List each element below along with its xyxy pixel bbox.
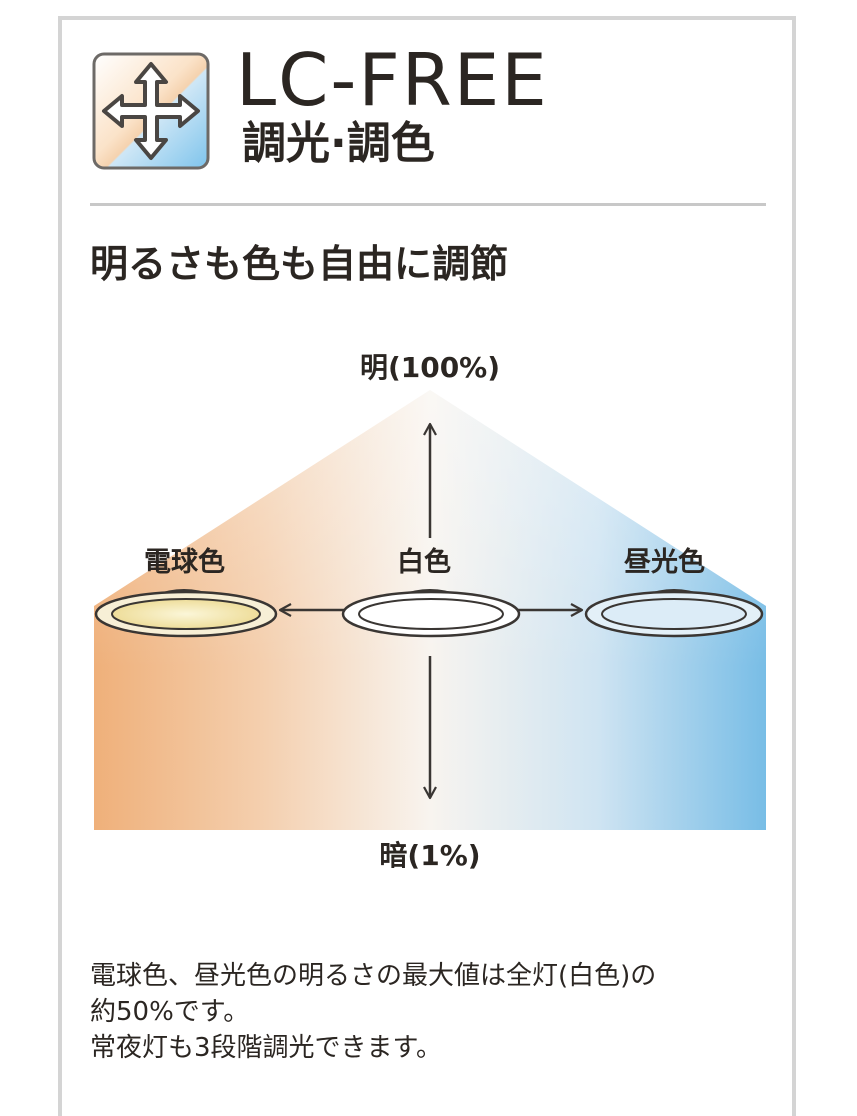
- brand-title: LC-FREE: [236, 38, 549, 122]
- note-line: 常夜灯も3段階調光できます。: [90, 1033, 442, 1063]
- white-lamp-icon: [341, 589, 521, 638]
- four-way-arrow-icon: [92, 52, 210, 170]
- brightness-max-label: 明(100%): [359, 351, 501, 384]
- brand-subtitle: 調光·調色: [242, 118, 435, 169]
- note-line: 約50%です。: [90, 997, 250, 1027]
- note-line: 電球色、昼光色の明るさの最大値は全灯(白色)の: [90, 961, 657, 991]
- white-color-label: 白色: [397, 547, 451, 578]
- notes: 電球色、昼光色の明るさの最大値は全灯(白色)の 約50%です。 常夜灯も3段階調…: [90, 958, 780, 1066]
- warm-color-label: 電球色: [144, 547, 225, 578]
- headline: 明るさも色も自由に調節: [90, 242, 509, 286]
- warm-lamp-icon: [94, 589, 278, 638]
- color-brightness-diagram: 明(100%) 電球色 白色 昼光色 暗(1%): [94, 338, 766, 872]
- daylight-color-label: 昼光色: [624, 547, 705, 578]
- brightness-min-label: 暗(1%): [379, 839, 481, 872]
- divider: [90, 203, 766, 206]
- daylight-lamp-icon: [584, 589, 764, 638]
